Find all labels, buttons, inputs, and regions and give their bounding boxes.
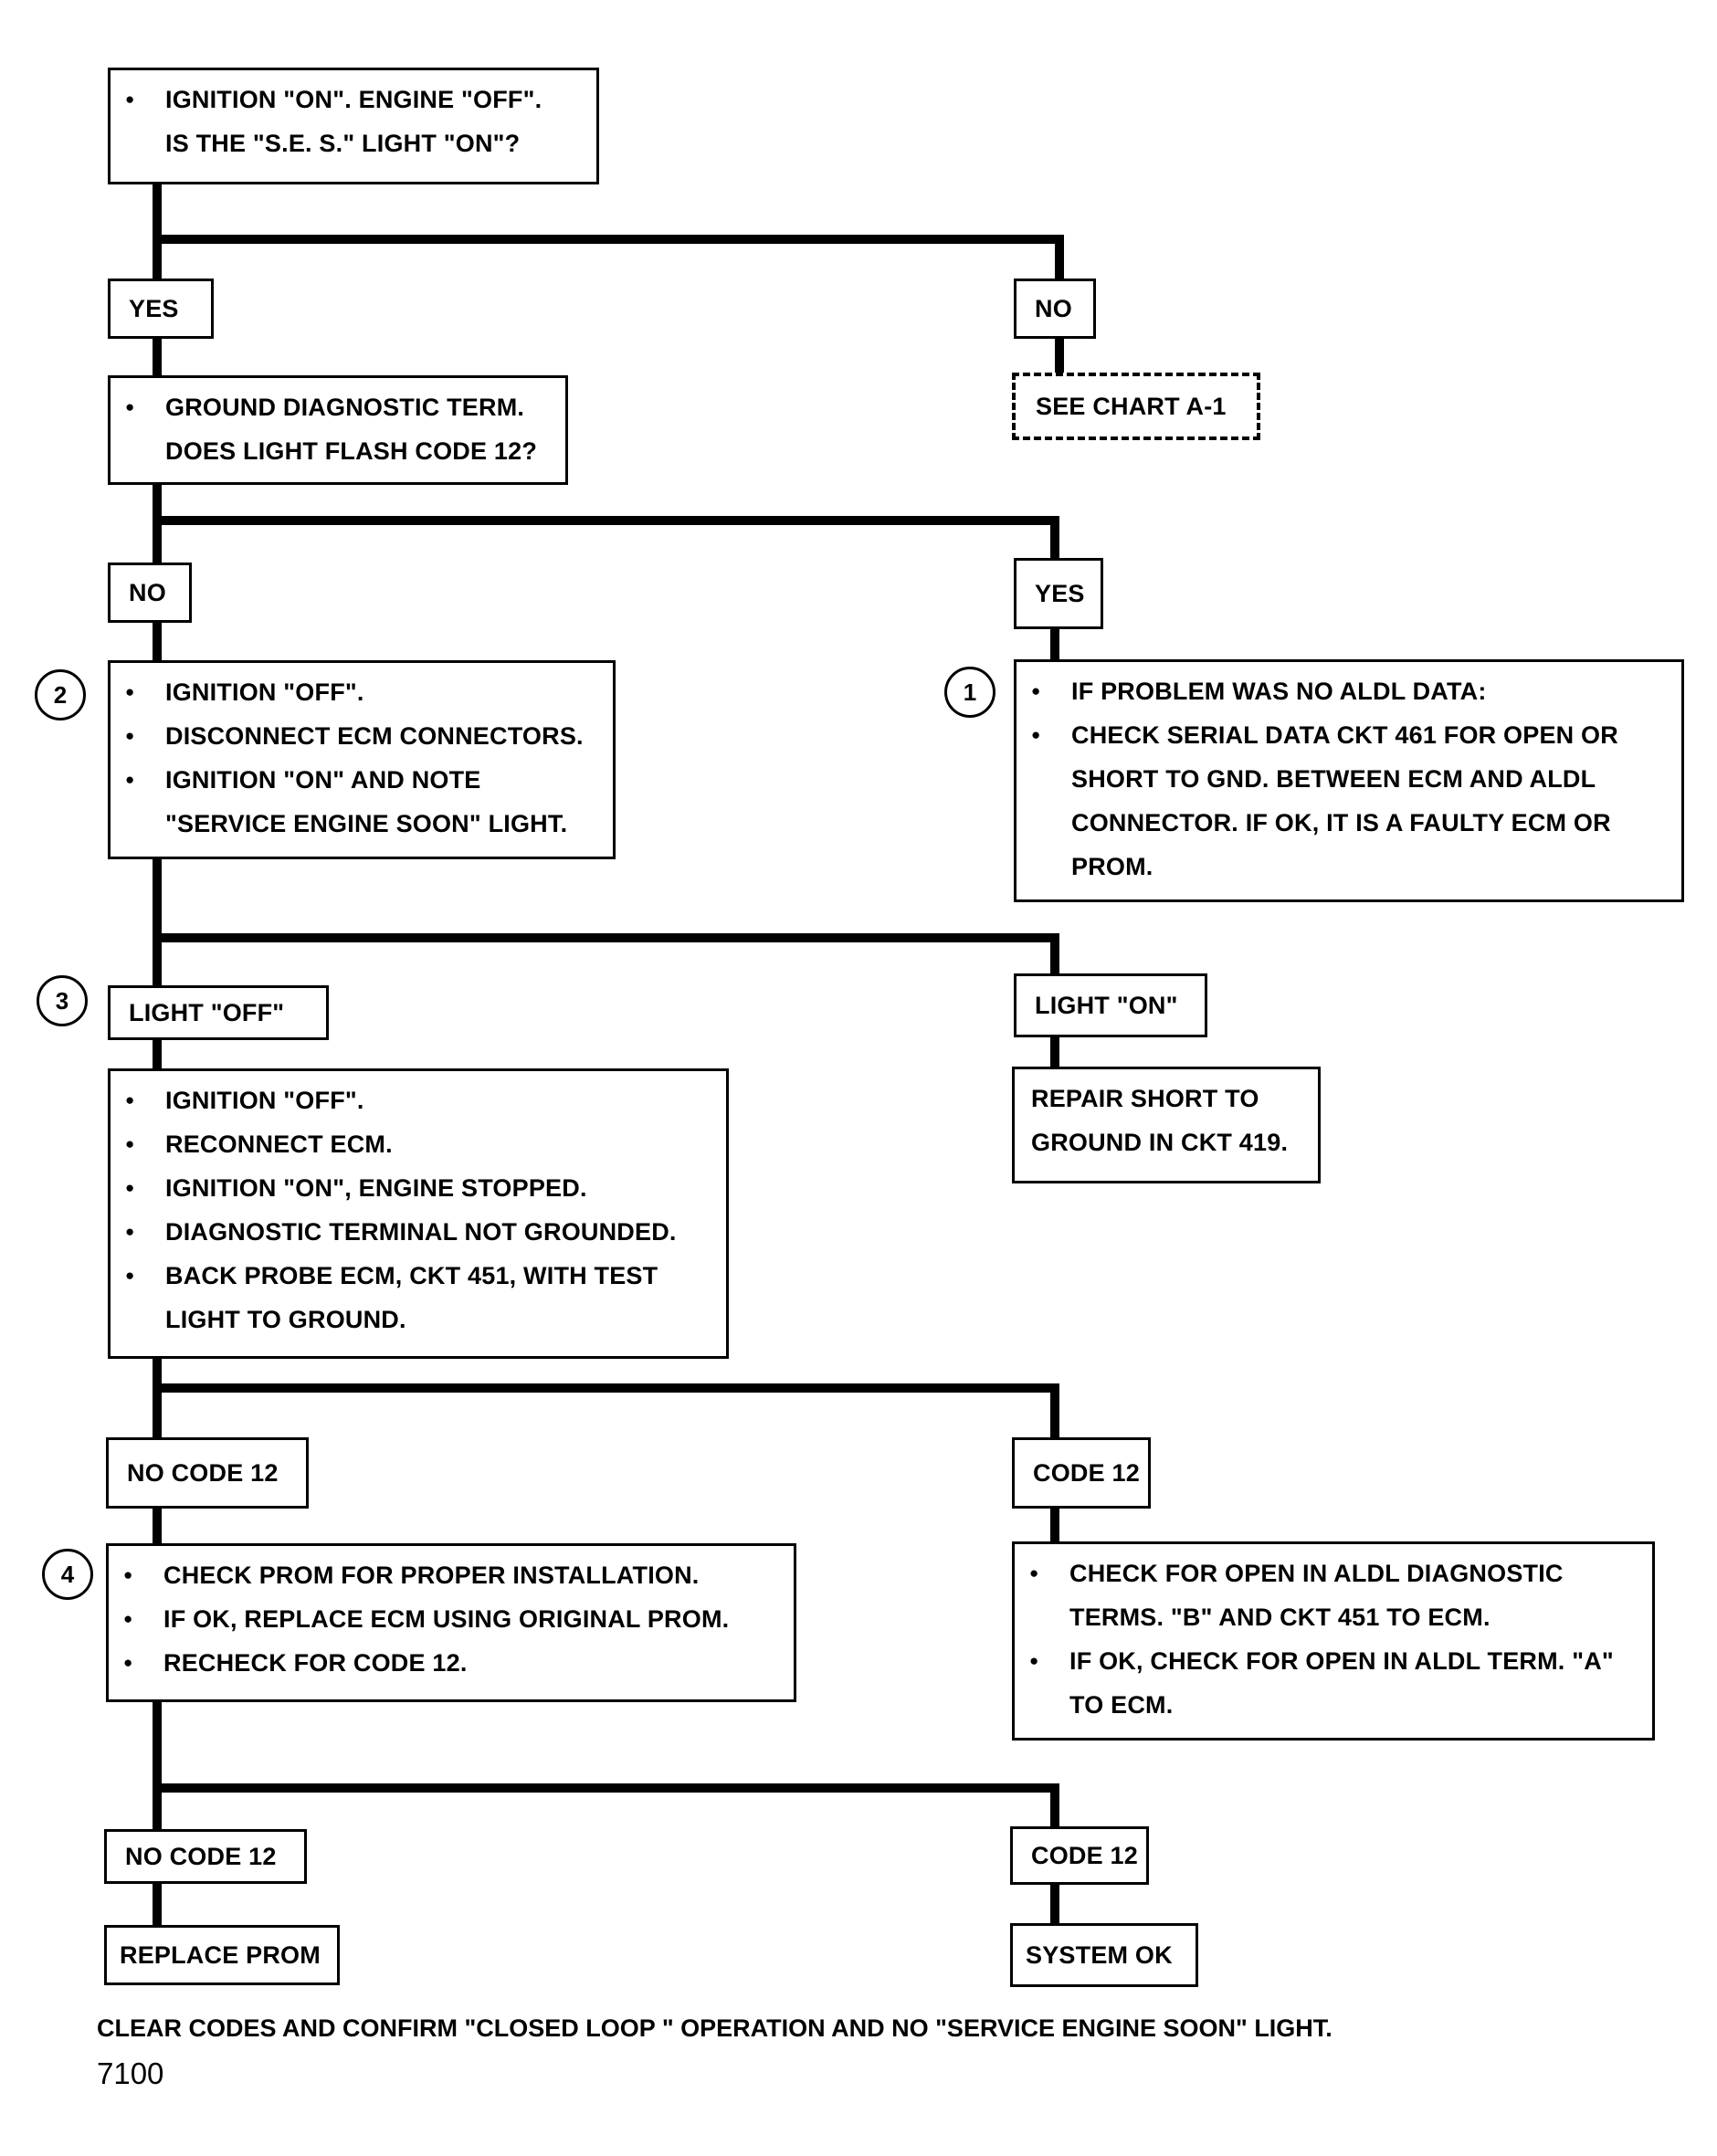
step4-item-2: IF OK, REPLACE ECM USING ORIGINAL PROM. [123,1597,781,1641]
ground-line-1: GROUND DIAGNOSTIC TERM. [125,385,553,429]
light-off-label: LIGHT "OFF" [108,985,329,1040]
yes-label-2: YES [1014,558,1103,629]
code-12-label-b: CODE 12 [1010,1826,1149,1885]
connector-ground-split [153,479,1059,563]
light-on-label: LIGHT "ON" [1014,973,1207,1037]
step2-box: IGNITION "OFF". DISCONNECT ECM CONNECTOR… [108,660,616,859]
code-12-label-a: CODE 12 [1012,1437,1151,1509]
check-open-box: CHECK FOR OPEN IN ALDL DIAGNOSTIC TERMS.… [1012,1541,1655,1741]
check-open-item-3: IF OK, CHECK FOR OPEN IN ALDL TERM. "A" [1029,1639,1639,1683]
start-line-1: IGNITION "ON". ENGINE "OFF". [125,78,584,121]
step1-item-5: PROM. [1071,853,1153,880]
see-chart-a1-box: SEE CHART A-1 [1012,373,1260,440]
no-label-1: NO [1014,279,1096,339]
no-code-12-label-b: NO CODE 12 [104,1829,307,1884]
step3-item-1: IGNITION "OFF". [125,1078,713,1122]
figure-code: 7100 [97,2056,164,2090]
repair-line-1: REPAIR SHORT TO [1031,1085,1259,1112]
start-ignition-box: IGNITION "ON". ENGINE "OFF". IS THE "S.E… [108,68,599,184]
no-label-2: NO [108,563,192,623]
step4-item-3: RECHECK FOR CODE 12. [123,1641,781,1685]
step1-item-2: CHECK SERIAL DATA CKT 461 FOR OPEN OR [1031,713,1669,757]
step2-item-2: DISCONNECT ECM CONNECTORS. [125,714,600,758]
repair-line-2: GROUND IN CKT 419. [1031,1129,1289,1156]
step1-item-4: CONNECTOR. IF OK, IT IS A FAULTY ECM OR [1071,809,1611,836]
step-marker-4: 4 [42,1549,93,1600]
step-marker-1: 1 [944,667,995,718]
step3-item-6: LIGHT TO GROUND. [165,1306,406,1333]
connector-start-split [153,181,1064,283]
ground-diagnostic-box: GROUND DIAGNOSTIC TERM. DOES LIGHT FLASH… [108,375,568,485]
step-marker-2: 2 [35,669,86,720]
system-ok-box: SYSTEM OK [1010,1923,1198,1987]
step3-box: IGNITION "OFF". RECONNECT ECM. IGNITION … [108,1068,729,1359]
ground-line-2: DOES LIGHT FLASH CODE 12? [165,437,538,465]
step2-item-4: "SERVICE ENGINE SOON" LIGHT. [165,810,568,837]
yes-label-1: YES [108,279,214,339]
step3-item-2: RECONNECT ECM. [125,1122,713,1166]
no-code-12-label-a: NO CODE 12 [106,1437,309,1509]
step2-item-3: IGNITION "ON" AND NOTE [125,758,600,802]
step3-item-3: IGNITION "ON", ENGINE STOPPED. [125,1166,713,1210]
step2-item-1: IGNITION "OFF". [125,670,600,714]
step3-item-4: DIAGNOSTIC TERMINAL NOT GROUNDED. [125,1210,713,1254]
step1-item-1: IF PROBLEM WAS NO ALDL DATA: [1031,669,1669,713]
connector-step2-split [153,854,1059,978]
step1-item-3: SHORT TO GND. BETWEEN ECM AND ALDL [1071,765,1596,793]
step-marker-3: 3 [37,975,88,1026]
start-line-2: IS THE "S.E. S." LIGHT "ON"? [165,130,521,157]
check-open-item-2: TERMS. "B" AND CKT 451 TO ECM. [1069,1604,1491,1631]
connector-step4-split [153,1696,1059,1831]
connector-step3-split [153,1353,1059,1442]
repair-short-box: REPAIR SHORT TO GROUND IN CKT 419. [1012,1067,1321,1183]
step1-box: IF PROBLEM WAS NO ALDL DATA: CHECK SERIA… [1014,659,1684,902]
step3-item-5: BACK PROBE ECM, CKT 451, WITH TEST [125,1254,713,1298]
check-open-item-4: TO ECM. [1069,1691,1174,1719]
replace-prom-box: REPLACE PROM [104,1925,340,1985]
check-open-item-1: CHECK FOR OPEN IN ALDL DIAGNOSTIC [1029,1551,1639,1595]
step4-item-1: CHECK PROM FOR PROPER INSTALLATION. [123,1553,781,1597]
step4-box: CHECK PROM FOR PROPER INSTALLATION. IF O… [106,1543,796,1702]
footer-note: CLEAR CODES AND CONFIRM "CLOSED LOOP " O… [97,2014,1333,2042]
